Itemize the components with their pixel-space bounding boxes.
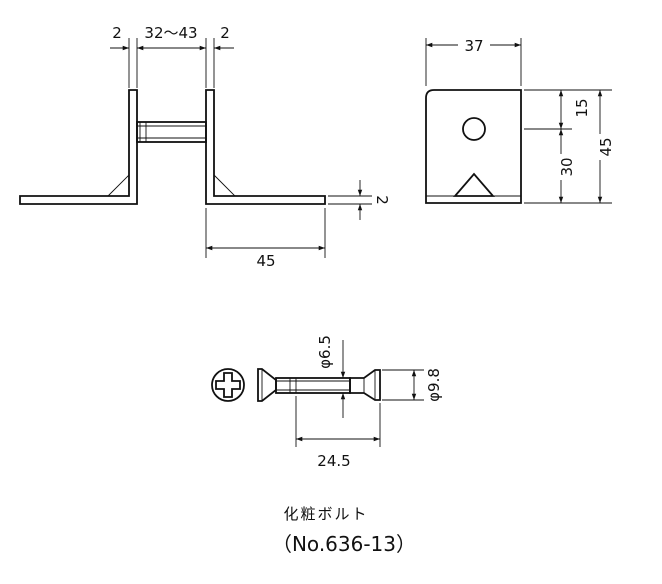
dim-right-wall: 2 bbox=[220, 24, 230, 42]
bolt-cap bbox=[349, 369, 381, 401]
dim-left-wall: 2 bbox=[112, 24, 122, 42]
right-bracket-gusset bbox=[213, 173, 237, 197]
dim-height: 45 bbox=[597, 137, 615, 156]
bracket-plate bbox=[425, 89, 522, 204]
phillips-cross-icon bbox=[211, 368, 245, 402]
dim-gap: 32～43 bbox=[144, 24, 197, 42]
triangle-mark bbox=[453, 172, 495, 197]
left-bracket bbox=[19, 89, 138, 205]
bolt-hole bbox=[462, 117, 486, 141]
side-view: 37 15 30 45 bbox=[425, 36, 615, 204]
bolt-shank bbox=[275, 377, 351, 394]
bolt-view: φ6.5 φ9.8 24.5 bbox=[211, 335, 443, 470]
left-bracket-gusset bbox=[106, 173, 130, 197]
dim-hole-from-top: 15 bbox=[573, 98, 591, 117]
part-number: （No.636-13） bbox=[272, 532, 416, 556]
bolt-head bbox=[257, 368, 277, 402]
dim-width: 37 bbox=[464, 37, 483, 55]
dim-shank-dia: φ6.5 bbox=[316, 335, 334, 369]
dim-thickness: 2 bbox=[373, 195, 391, 205]
dim-head-dia: φ9.8 bbox=[425, 368, 443, 402]
right-bracket bbox=[205, 89, 326, 205]
part-name: 化粧ボルト bbox=[283, 505, 368, 523]
dim-leg-length: 45 bbox=[256, 252, 275, 270]
front-view: 2 32～43 2 2 45 bbox=[19, 24, 391, 270]
dim-length: 24.5 bbox=[317, 452, 350, 470]
dim-hole-to-bottom: 30 bbox=[558, 157, 576, 176]
connecting-bolt bbox=[136, 121, 207, 143]
